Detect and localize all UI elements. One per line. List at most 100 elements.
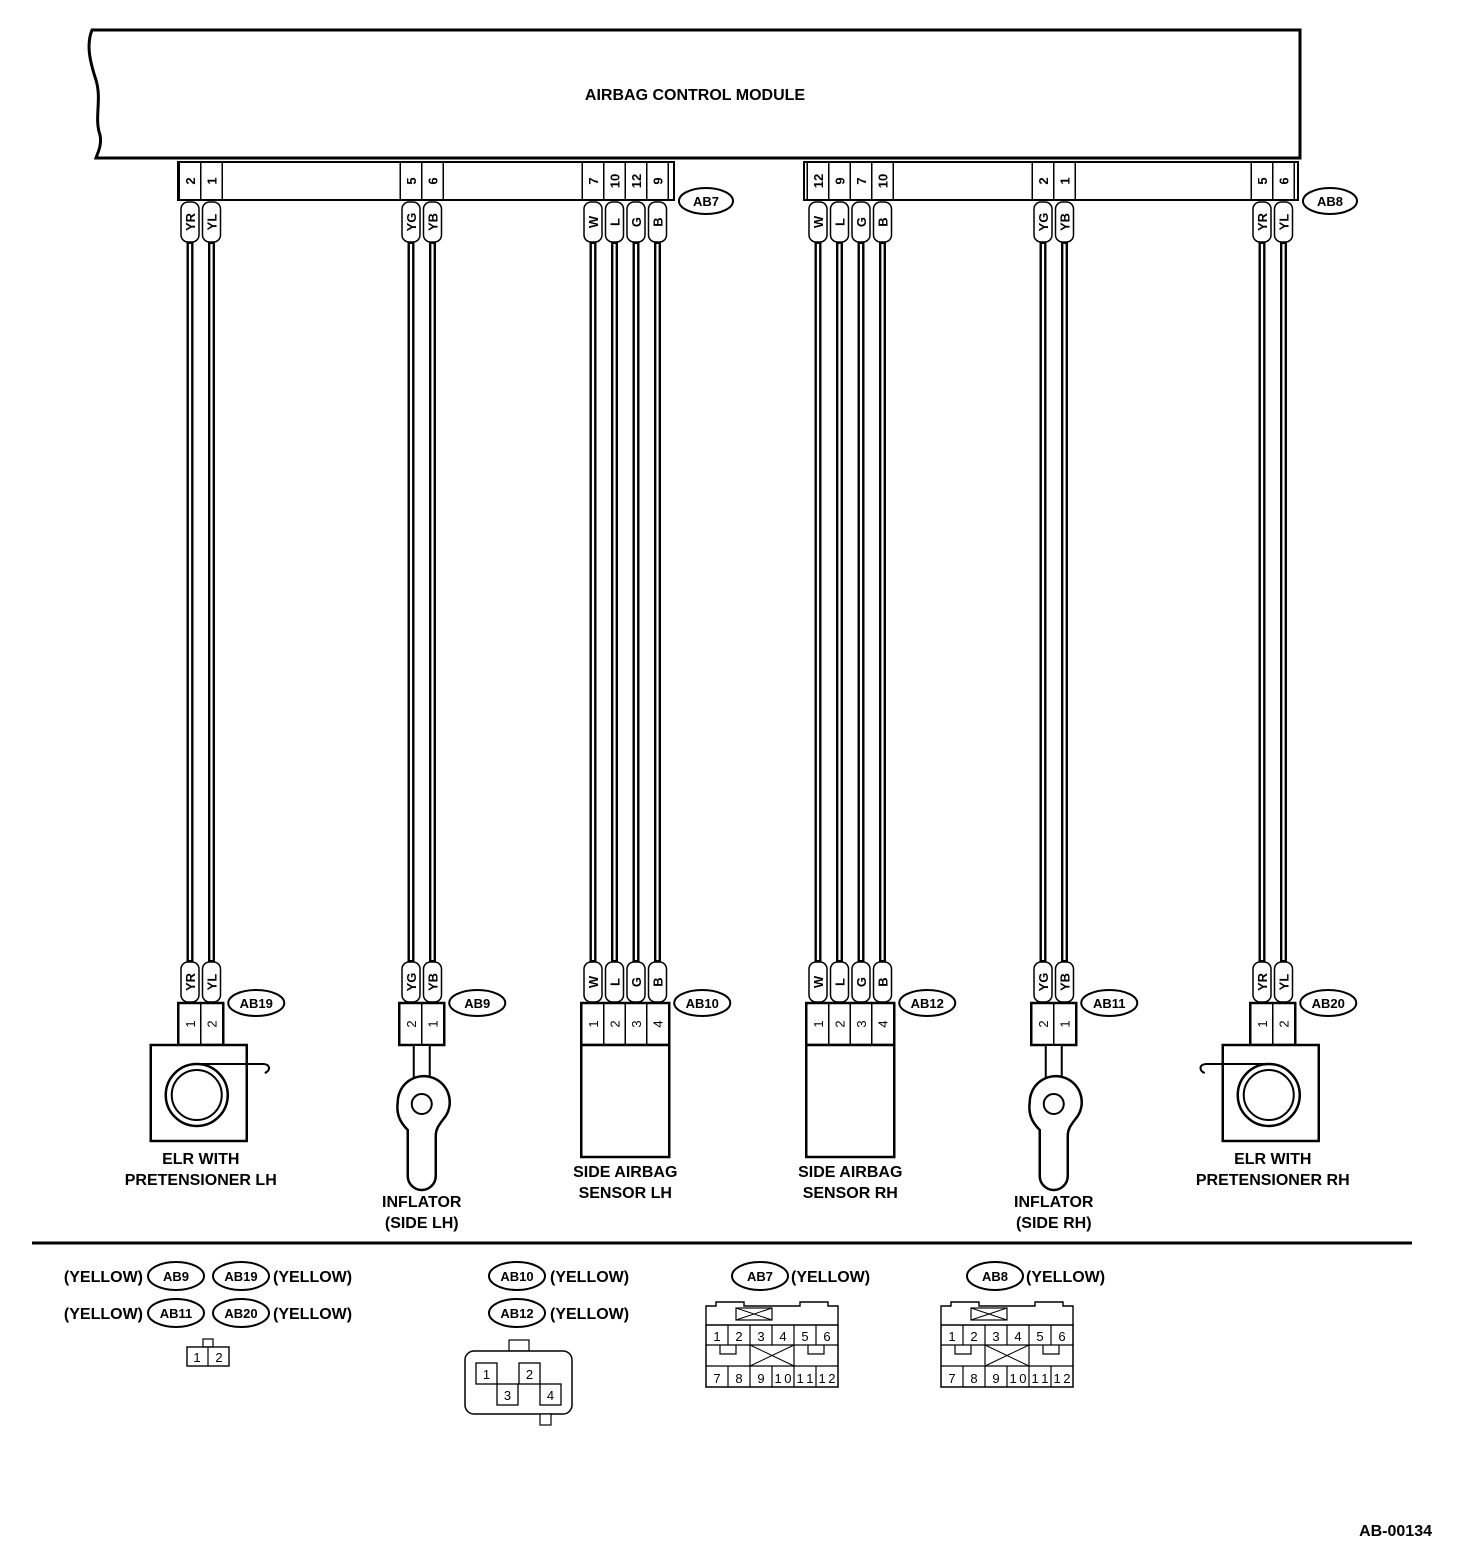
wire-color-label: G	[629, 977, 644, 987]
top-pin-number: 2	[183, 177, 198, 184]
component-name: (SIDE RH)	[1016, 1215, 1092, 1232]
legend-connector-ab19: AB19	[212, 1261, 270, 1291]
connector-ab7-strip	[177, 161, 675, 201]
component-name: PRETENSIONER RH	[1196, 1172, 1350, 1189]
wire-color-label: B	[651, 217, 666, 226]
bottom-pin-number: 2	[833, 1020, 848, 1027]
svg-text:3: 3	[757, 1329, 764, 1344]
wire-color-label: B	[876, 217, 891, 226]
bottom-pin-number: 4	[876, 1020, 891, 1027]
legend-color: (YELLOW)	[791, 1269, 870, 1286]
svg-text:AB11: AB11	[1093, 996, 1126, 1011]
top-pin-number: 1	[205, 177, 220, 184]
top-pin-number: 1	[1058, 177, 1073, 184]
svg-text:2: 2	[526, 1367, 533, 1382]
wire-color-label: YB	[426, 973, 441, 991]
svg-text:9: 9	[757, 1371, 764, 1386]
wire-color-label: YL	[1277, 974, 1292, 991]
connector-label-ab11: AB11	[1080, 989, 1139, 1017]
inflator-component-icon	[1028, 1044, 1083, 1192]
bottom-pin-number: 1	[1058, 1020, 1073, 1027]
svg-text:AB19: AB19	[240, 996, 273, 1011]
wire-color-label: YG	[404, 213, 419, 232]
elr-component-icon	[1199, 1043, 1320, 1143]
svg-text:7: 7	[948, 1371, 955, 1386]
elr-component-icon	[149, 1043, 270, 1143]
svg-text:AB12: AB12	[500, 1306, 533, 1321]
bottom-pin-number: 2	[608, 1020, 623, 1027]
legend-connector-ab7: AB7	[731, 1261, 789, 1291]
component-name: SIDE AIRBAG	[573, 1164, 677, 1181]
wire-color-label: L	[608, 218, 623, 226]
wire-color-label: B	[876, 977, 891, 986]
legend-connector-ab9: AB9	[147, 1261, 205, 1291]
svg-text:9: 9	[992, 1371, 999, 1386]
svg-text:AB10: AB10	[686, 996, 719, 1011]
svg-text:AB9: AB9	[464, 996, 490, 1011]
svg-text:1: 1	[713, 1329, 720, 1344]
wire-color-label: L	[608, 978, 623, 986]
bottom-pin-number: 3	[629, 1020, 644, 1027]
wire-color-label: YR	[183, 972, 198, 991]
wire-color-label: YB	[426, 213, 441, 231]
legend-color: (YELLOW)	[1026, 1269, 1105, 1286]
wire-color-label: YG	[1036, 973, 1051, 992]
component-name: PRETENSIONER LH	[125, 1172, 277, 1189]
top-pin-number: 6	[426, 177, 441, 184]
svg-text:AB20: AB20	[1312, 996, 1345, 1011]
top-pin-number: 10	[876, 174, 891, 188]
bottom-pin-number: 1	[586, 1020, 601, 1027]
component-name: ELR WITH	[162, 1151, 239, 1168]
wire-color-label: YG	[404, 973, 419, 992]
connector-ab7-label: AB7	[678, 187, 734, 215]
connector-label-ab9: AB9	[448, 989, 507, 1017]
svg-text:AB19: AB19	[224, 1269, 257, 1284]
svg-text:4: 4	[1014, 1329, 1021, 1344]
bottom-pin-number: 3	[854, 1020, 869, 1027]
svg-text:AB7: AB7	[693, 194, 719, 209]
top-pin-number: 12	[811, 174, 826, 188]
svg-text:8: 8	[735, 1371, 742, 1386]
bottom-pin-number: 1	[426, 1020, 441, 1027]
wire-color-label: G	[854, 977, 869, 987]
component-name: (SIDE LH)	[385, 1215, 459, 1232]
legend-color: (YELLOW)	[550, 1269, 629, 1286]
sensor-component-icon	[805, 1043, 896, 1159]
svg-text:5: 5	[801, 1329, 808, 1344]
wire-color-label: YR	[1255, 972, 1270, 991]
svg-text:7: 7	[713, 1371, 720, 1386]
component-name: ELR WITH	[1234, 1151, 1311, 1168]
sensor-component-icon	[580, 1043, 671, 1159]
figure-id: AB-00134	[1359, 1523, 1432, 1540]
wire-color-label: YG	[1036, 213, 1051, 232]
top-pin-number: 7	[586, 177, 601, 184]
wire-color-label: YB	[1058, 213, 1073, 231]
bottom-pin-number: 1	[811, 1020, 826, 1027]
connector-ab8-label: AB8	[1302, 187, 1358, 215]
connector-ab8-strip	[803, 161, 1299, 201]
svg-text:AB9: AB9	[163, 1269, 189, 1284]
top-pin-number: 2	[1036, 177, 1051, 184]
connector-label-ab12: AB12	[898, 989, 957, 1017]
top-pin-number: 5	[404, 177, 419, 184]
component-name: SIDE AIRBAG	[798, 1164, 902, 1181]
svg-text:2: 2	[970, 1329, 977, 1344]
bottom-pin-number: 2	[404, 1020, 419, 1027]
legend-connector-ab8: AB8	[966, 1261, 1024, 1291]
control-module-box	[87, 28, 1302, 160]
wire-color-label: YR	[1255, 212, 1270, 231]
top-pin-number: 10	[608, 174, 623, 188]
connector-label-ab19: AB19	[227, 989, 286, 1017]
svg-text:2: 2	[735, 1329, 742, 1344]
svg-text:6: 6	[823, 1329, 830, 1344]
svg-text:1: 1	[948, 1329, 955, 1344]
